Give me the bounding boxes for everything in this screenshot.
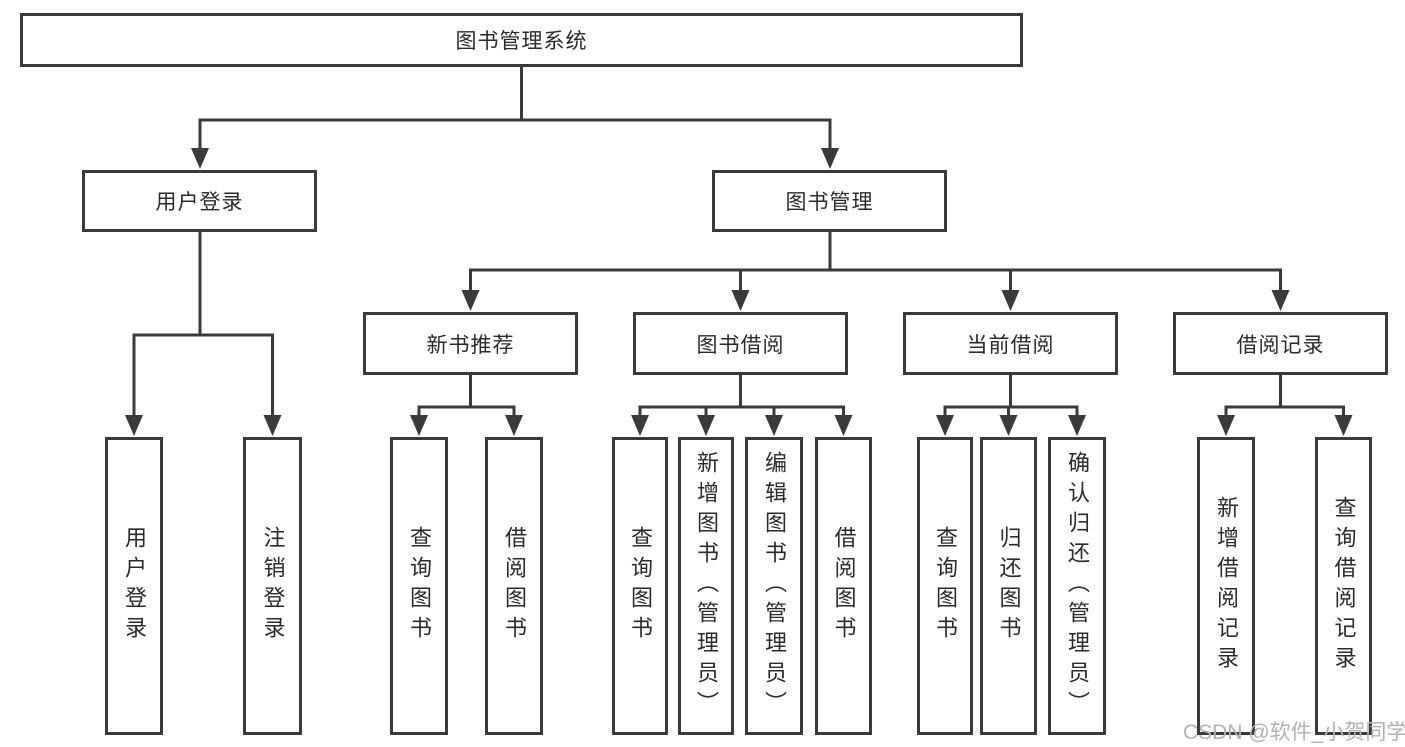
arrow-down-icon (1334, 415, 1353, 436)
leaf-label: 新增借阅记录 (1214, 496, 1239, 676)
node-label: 图书管理 (785, 191, 874, 214)
node-book-management-branch: 图书管理 (712, 170, 947, 232)
arrow-down-icon (461, 290, 480, 311)
leaf-logout: 注销登录 (243, 437, 302, 735)
node-label: 新书推荐 (426, 333, 515, 357)
arrow-down-icon (263, 415, 282, 436)
node-current-borrowing: 当前借阅 (903, 312, 1118, 375)
leaf-label: 查询借阅记录 (1331, 496, 1357, 676)
arrow-down-icon (765, 415, 783, 436)
arrow-down-icon (505, 415, 523, 436)
arrow-down-icon (631, 415, 649, 436)
leaf-add-borrow-record: 新增借阅记录 (1197, 437, 1255, 735)
arrow-down-icon (821, 148, 839, 169)
leaf-borrow-book: 借阅图书 (815, 437, 872, 735)
arrow-down-icon (125, 415, 143, 436)
leaf-borrow-book: 借阅图书 (485, 437, 543, 735)
leaf-query-book: 查询图书 (390, 437, 448, 735)
node-user-login-branch: 用户登录 (82, 170, 317, 232)
leaf-label: 用户登录 (122, 526, 147, 646)
arrow-down-icon (697, 415, 715, 436)
arrow-down-icon (1068, 415, 1086, 436)
arrowheads (125, 148, 1353, 436)
leaf-query-borrow-record: 查询借阅记录 (1315, 437, 1372, 735)
tree-edges (132, 65, 1345, 419)
arrow-down-icon (834, 415, 853, 436)
leaf-label: 注销登录 (260, 526, 286, 646)
leaf-query-book: 查询图书 (917, 437, 973, 735)
node-book-borrowing: 图书借阅 (633, 312, 848, 375)
arrow-down-icon (1217, 415, 1235, 436)
csdn-watermark: CSDN @软件_小贺同学 (1183, 721, 1405, 744)
arrow-down-icon (936, 415, 954, 436)
node-borrowing-records: 借阅记录 (1173, 312, 1388, 375)
leaf-label: 确认归还（管理员） (1065, 451, 1090, 721)
leaf-label: 借阅图书 (502, 526, 527, 646)
leaf-label: 查询图书 (628, 526, 653, 646)
leaf-query-book: 查询图书 (612, 437, 668, 735)
arrow-down-icon (410, 415, 428, 436)
leaf-label: 借阅图书 (831, 526, 857, 646)
arrow-down-icon (1271, 290, 1290, 311)
node-label: 当前借阅 (966, 333, 1055, 357)
leaf-label: 查询图书 (407, 526, 432, 646)
leaf-label: 新增图书（管理员） (694, 451, 719, 721)
node-label: 图书借阅 (696, 333, 785, 357)
leaf-add-book-admin: 新增图书（管理员） (678, 437, 734, 735)
leaf-return-book: 归还图书 (980, 437, 1037, 735)
node-label: 用户登录 (155, 191, 244, 214)
node-new-book-recommend: 新书推荐 (363, 312, 578, 375)
leaf-confirm-return-admin: 确认归还（管理员） (1048, 437, 1106, 735)
leaf-label: 归还图书 (996, 526, 1022, 646)
arrow-down-icon (191, 148, 209, 169)
leaf-edit-book-admin: 编辑图书（管理员） (745, 437, 803, 735)
node-label: 图书管理系统 (455, 30, 588, 53)
node-label: 借阅记录 (1236, 333, 1325, 357)
leaf-user-login: 用户登录 (105, 437, 163, 735)
arrow-down-icon (1001, 290, 1020, 311)
node-library-system-root: 图书管理系统 (20, 13, 1023, 67)
arrow-down-icon (731, 290, 750, 311)
leaf-label: 查询图书 (933, 526, 958, 646)
leaf-label: 编辑图书（管理员） (762, 451, 787, 721)
arrow-down-icon (999, 415, 1018, 436)
